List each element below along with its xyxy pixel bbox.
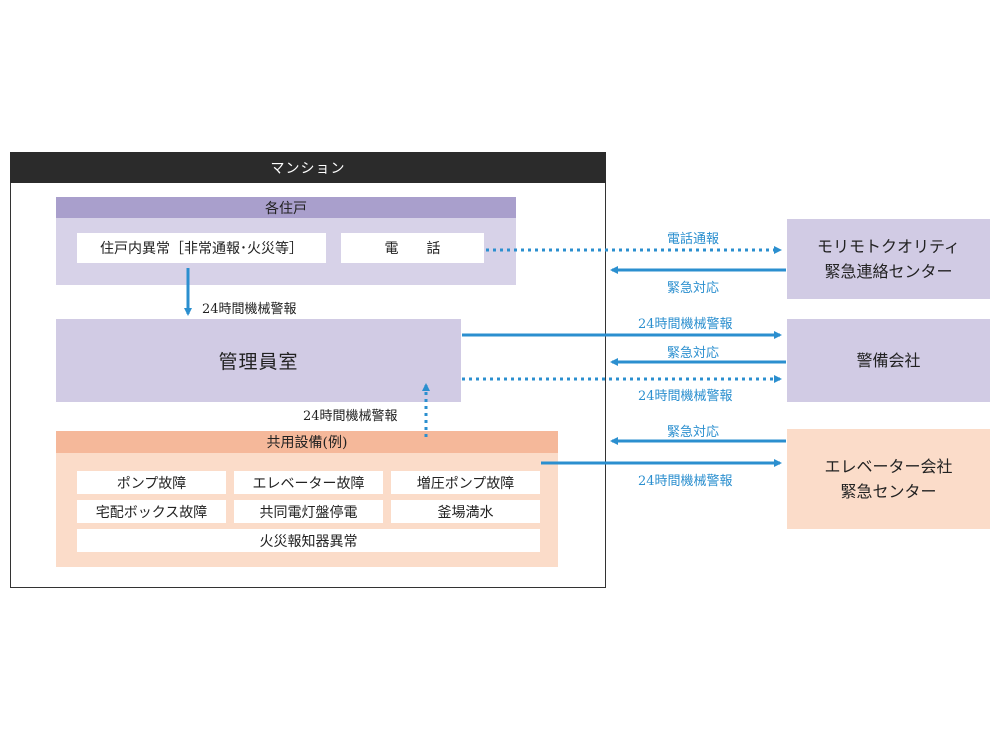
unit-phone-label: 電 話 <box>384 241 441 257</box>
shared-facilities-title: 共用設備(例) <box>266 435 348 451</box>
shared-facilities-header: 共用設備(例) <box>56 431 558 453</box>
mansion-title: マンション <box>270 160 346 177</box>
facility-item: ポンプ故障 <box>77 471 226 494</box>
facility-item-label: 共同電灯盤停電 <box>259 504 358 521</box>
label-security-alarm-dotted: 24時間機械警報 <box>638 389 733 404</box>
unit-header: 各住戸 <box>56 197 516 218</box>
label-phone-report: 電話通報 <box>667 232 720 247</box>
label-emergency-response-security: 緊急対応 <box>667 346 720 361</box>
label-emergency-response-center: 緊急対応 <box>667 281 720 296</box>
elevator-company-line2: 緊急センター <box>840 482 937 501</box>
unit-title: 各住戸 <box>265 200 307 217</box>
label-shared-alarm: 24時間機械警報 <box>303 409 398 424</box>
mansion-header: マンション <box>10 152 606 183</box>
label-emergency-response-elevator: 緊急対応 <box>667 425 720 440</box>
security-company-label: 警備会社 <box>856 351 921 370</box>
unit-abnormal-box: 住戸内異常［非常通報･火災等］ <box>77 233 326 263</box>
emergency-center-line1: モリモトクオリティ <box>816 237 961 256</box>
facility-item-label: 増圧ポンプ故障 <box>416 475 515 492</box>
facility-item: 釜場満水 <box>391 500 540 523</box>
management-room-title: 管理員室 <box>218 351 299 373</box>
facility-fire-alarm-label: 火災報知器異常 <box>259 533 358 550</box>
facility-item: エレベーター故障 <box>234 471 383 494</box>
facility-item: 共同電灯盤停電 <box>234 500 383 523</box>
facility-item-label: 宅配ボックス故障 <box>95 504 208 521</box>
label-security-alarm: 24時間機械警報 <box>638 317 733 332</box>
label-elevator-alarm: 24時間機械警報 <box>638 474 733 489</box>
emergency-center-line2: 緊急連絡センター <box>824 262 953 281</box>
management-room: 管理員室 <box>56 319 461 402</box>
facility-item: 増圧ポンプ故障 <box>391 471 540 494</box>
elevator-company-line1: エレベーター会社 <box>824 457 953 476</box>
facility-fire-alarm: 火災報知器異常 <box>77 529 540 552</box>
security-company-box: 警備会社 <box>787 319 990 402</box>
elevator-company-box: エレベーター会社 緊急センター <box>787 429 990 529</box>
unit-abnormal-label: 住戸内異常［非常通報･火災等］ <box>100 241 303 257</box>
unit-phone-box: 電 話 <box>341 233 484 263</box>
facility-item-label: ポンプ故障 <box>116 475 187 492</box>
facility-item-label: 釜場満水 <box>437 504 494 521</box>
facility-item-label: エレベーター故障 <box>252 475 365 492</box>
facility-item: 宅配ボックス故障 <box>77 500 226 523</box>
label-unit-alarm: 24時間機械警報 <box>202 302 297 317</box>
emergency-center-box: モリモトクオリティ 緊急連絡センター <box>787 219 990 299</box>
